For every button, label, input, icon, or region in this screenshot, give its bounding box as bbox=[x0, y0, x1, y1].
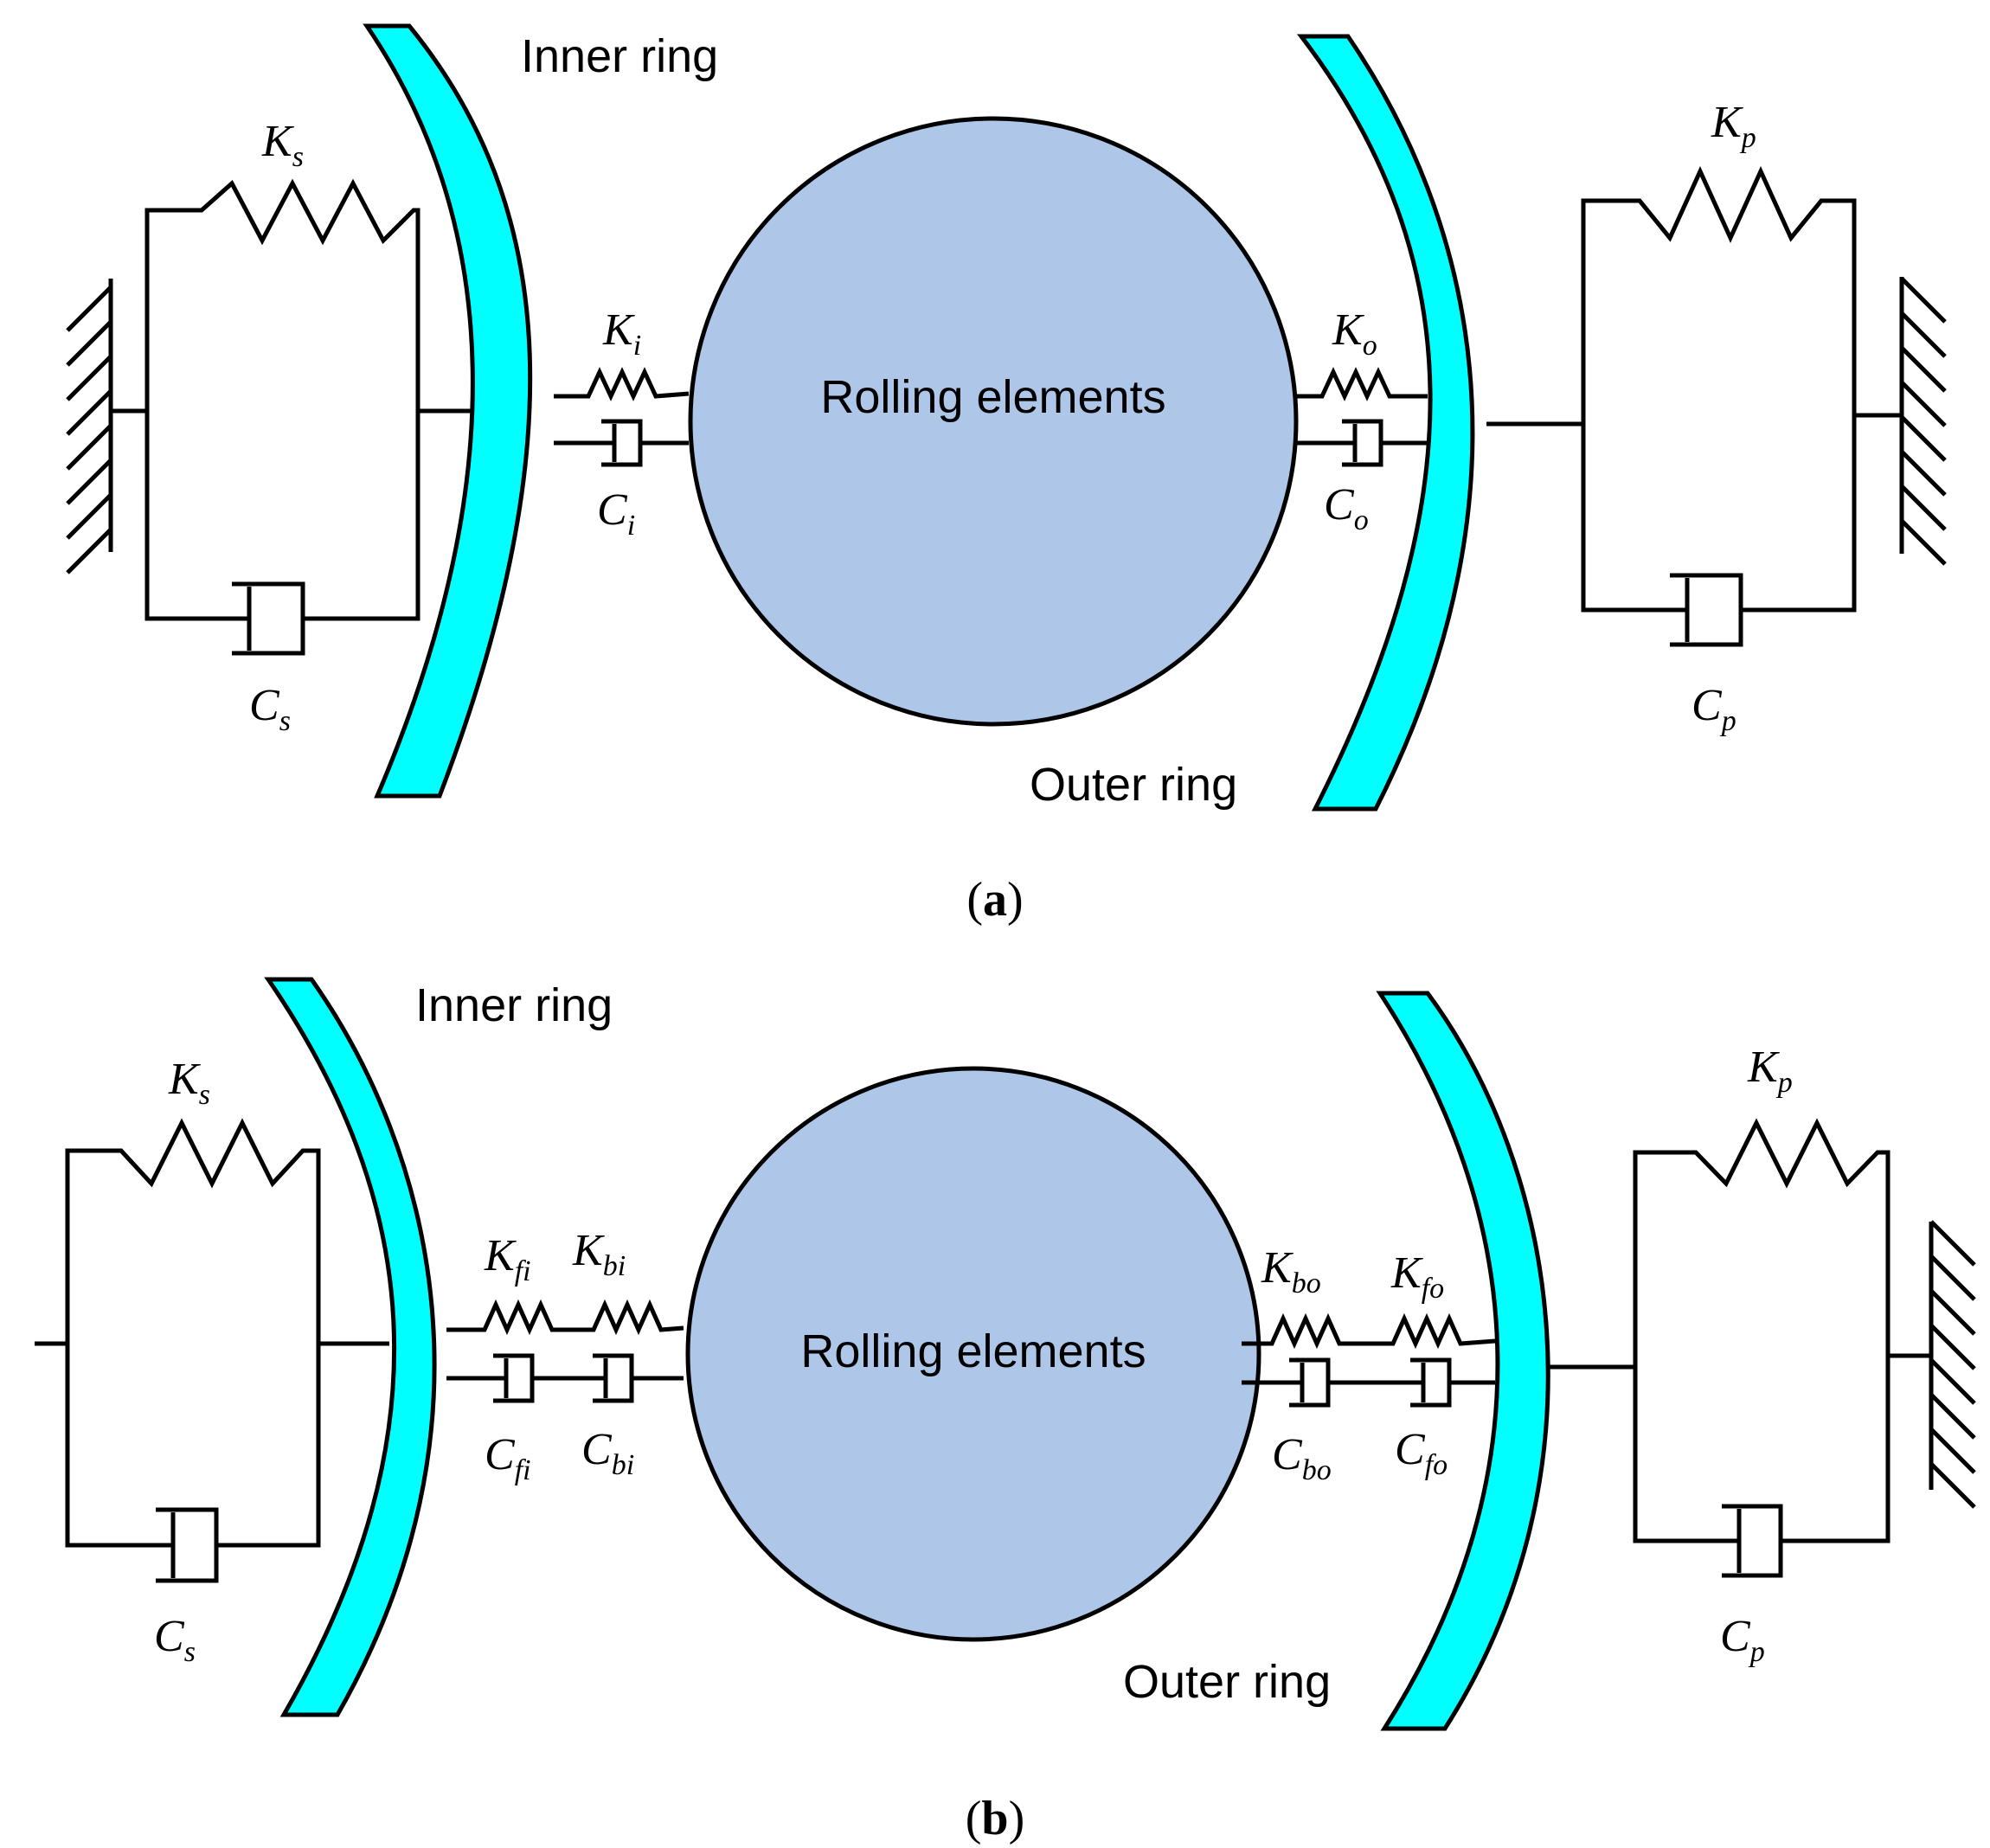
ks-spring-b bbox=[65, 1118, 321, 1344]
kbi-label-b: Kbi bbox=[572, 1226, 626, 1282]
outer-contact-a bbox=[1295, 367, 1428, 467]
cbi-label-b: Cbi bbox=[581, 1425, 634, 1481]
ks-label-a: Ks bbox=[261, 117, 304, 173]
ki-spring-a bbox=[554, 367, 690, 401]
kp-spring-a bbox=[1581, 165, 1857, 424]
cs-damper-b bbox=[65, 1344, 321, 1583]
housing-support-a bbox=[1486, 165, 1902, 647]
kp-label-b: Kp bbox=[1747, 1043, 1793, 1099]
outer-ring-label-b: Outer ring bbox=[1123, 1656, 1331, 1708]
outer-ring-a bbox=[1296, 34, 1475, 812]
housing-support-b bbox=[1549, 1118, 1931, 1578]
inner-ring-a bbox=[363, 23, 533, 799]
right-wall-a bbox=[1899, 277, 1947, 566]
rolling-element-b bbox=[685, 1066, 1261, 1642]
kp-label-a: Kp bbox=[1711, 98, 1756, 154]
ci-label-a: Ci bbox=[597, 485, 635, 542]
inner-ring-label-b: Inner ring bbox=[415, 979, 613, 1031]
ks-spring-a bbox=[144, 178, 420, 411]
panel-a: Inner ring Outer ring Rolling elements K… bbox=[66, 23, 1947, 927]
ci-damper-a bbox=[554, 419, 689, 467]
shaft-support-a bbox=[144, 178, 489, 656]
caption-b: (b) bbox=[966, 1792, 1024, 1845]
cp-label-b: Cp bbox=[1720, 1612, 1765, 1668]
inner-ring-label-a: Inner ring bbox=[521, 30, 718, 82]
kp-spring-b bbox=[1633, 1118, 1890, 1367]
right-wall-b bbox=[1929, 1220, 1976, 1509]
ks-label-b: Ks bbox=[168, 1055, 210, 1111]
outer-ring-b bbox=[1376, 991, 1550, 1731]
panel-b: Inner ring Outer ring Rolling elements K… bbox=[35, 977, 1976, 1845]
cfi-damper-b bbox=[446, 1353, 684, 1403]
cs-label-b: Cs bbox=[154, 1612, 196, 1668]
ki-label-a: Ki bbox=[602, 305, 641, 362]
rolling-element-a bbox=[688, 116, 1299, 727]
cp-damper-a bbox=[1581, 415, 1857, 647]
outer-ring-label-a: Outer ring bbox=[1030, 759, 1237, 811]
outer-contact-b bbox=[1242, 1312, 1496, 1408]
cs-damper-a bbox=[144, 411, 420, 656]
inner-contact-b bbox=[446, 1299, 684, 1403]
co-label-a: Co bbox=[1324, 480, 1369, 536]
cfo-label-b: Cfo bbox=[1395, 1425, 1448, 1481]
kbo-spring-b bbox=[1242, 1312, 1496, 1350]
co-damper-a bbox=[1295, 419, 1428, 467]
rolling-elements-label-a: Rolling elements bbox=[820, 371, 1165, 423]
kbo-label-b: Kbo bbox=[1261, 1243, 1321, 1299]
kfi-label-b: Kfi bbox=[484, 1231, 531, 1287]
inner-ring-b bbox=[264, 977, 437, 1717]
caption-a: (a) bbox=[966, 873, 1023, 927]
cfi-label-b: Cfi bbox=[485, 1430, 531, 1486]
cbo-label-b: Cbo bbox=[1272, 1430, 1332, 1486]
kfo-label-b: Kfo bbox=[1390, 1248, 1444, 1305]
cp-label-a: Cp bbox=[1692, 681, 1736, 737]
cp-damper-b bbox=[1633, 1356, 1890, 1578]
ko-label-a: Ko bbox=[1332, 305, 1377, 362]
cs-label-a: Cs bbox=[249, 681, 291, 737]
inner-contact-a bbox=[554, 367, 690, 467]
shaft-support-b bbox=[65, 1118, 389, 1583]
cbo-damper-b bbox=[1242, 1357, 1495, 1408]
kfi-spring-b bbox=[446, 1299, 684, 1336]
ko-spring-a bbox=[1295, 367, 1428, 401]
left-wall-a bbox=[66, 279, 147, 574]
rolling-elements-label-b: Rolling elements bbox=[800, 1325, 1146, 1377]
